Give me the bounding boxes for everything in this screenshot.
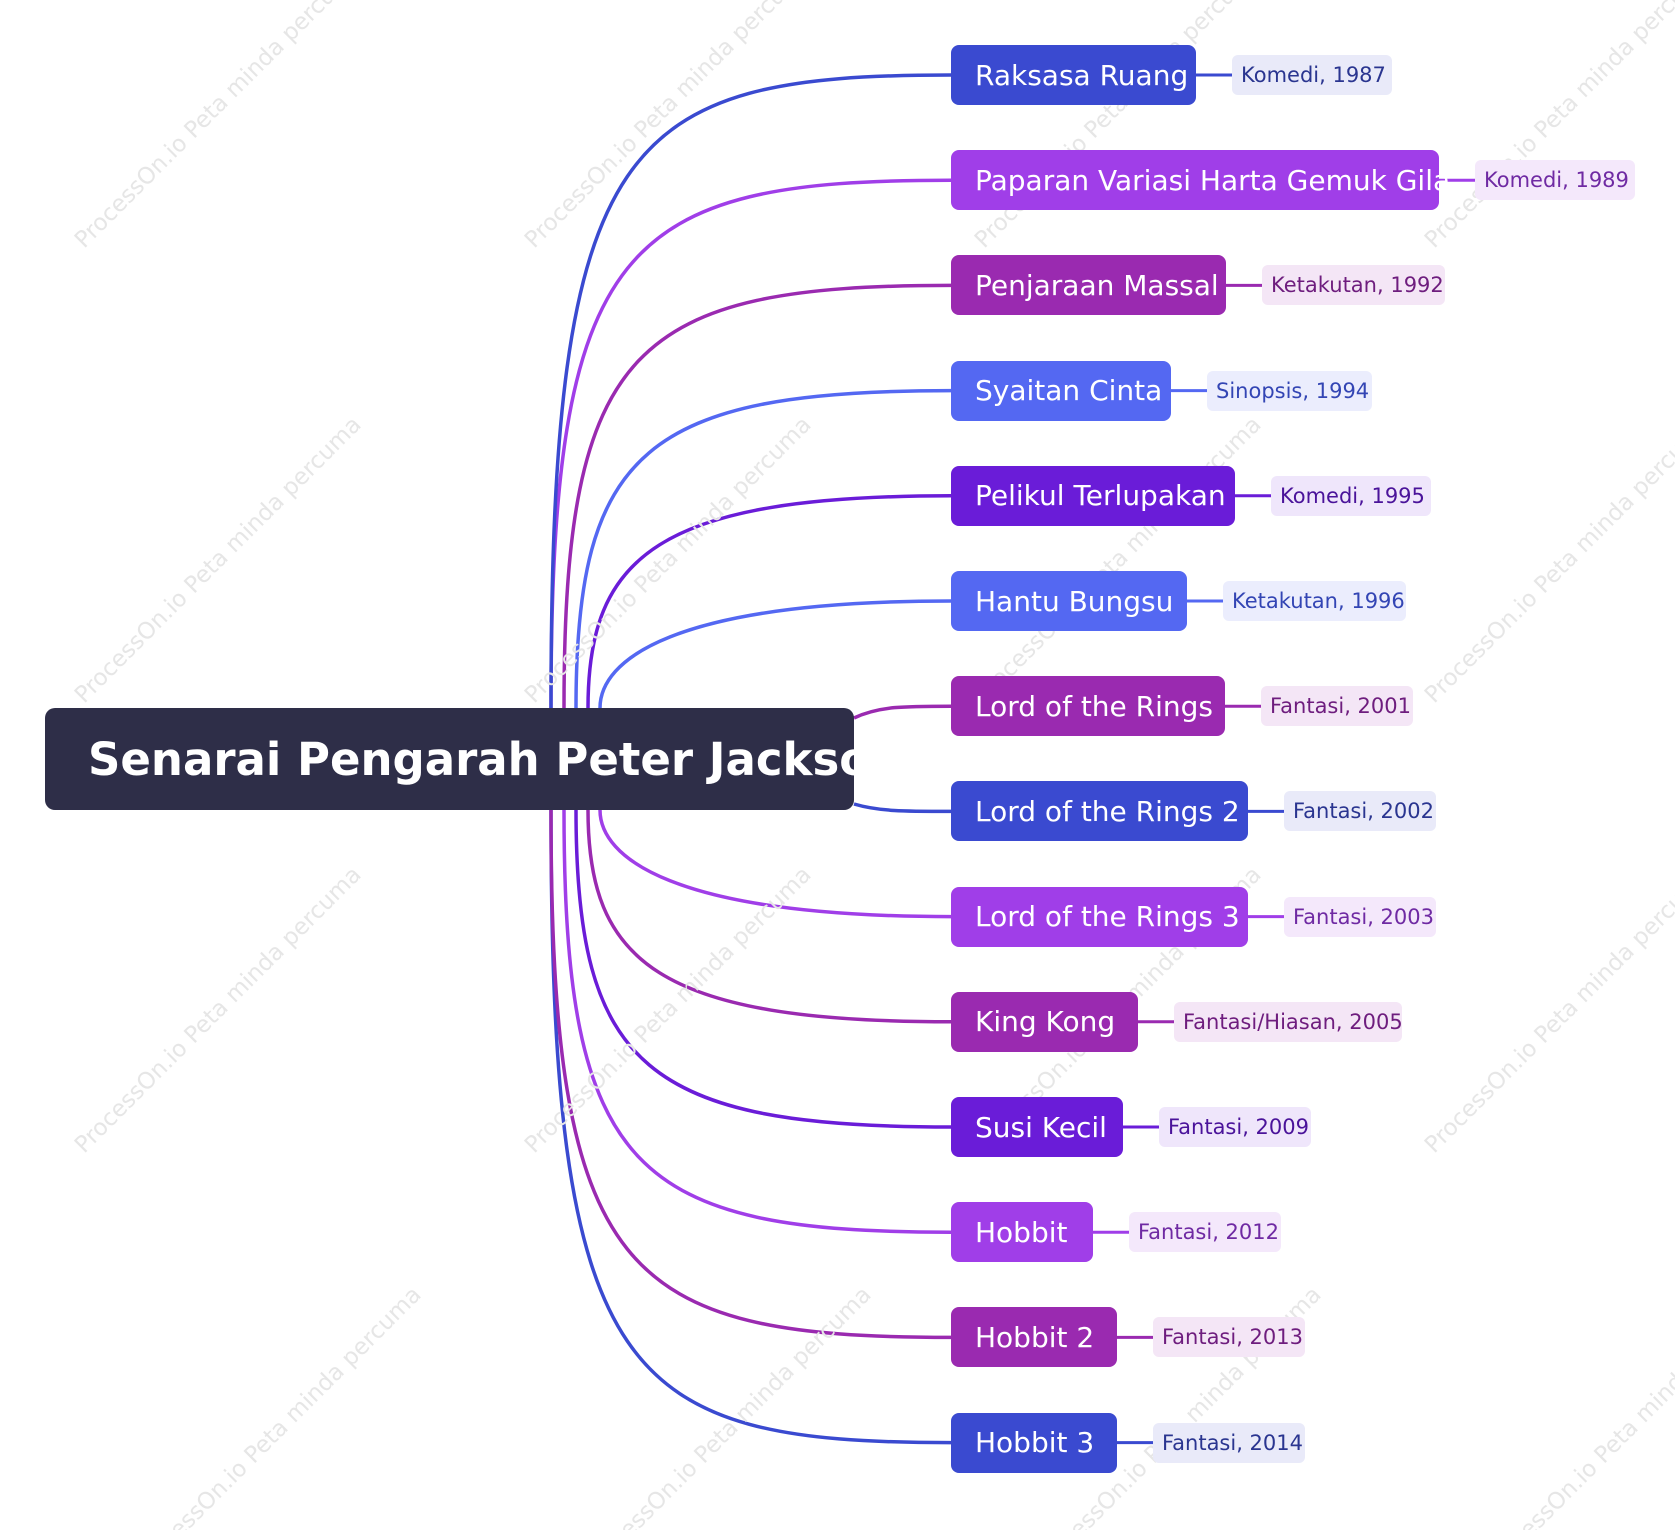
film-info-label: Fantasi, 2001 bbox=[1270, 694, 1412, 719]
film-topic[interactable]: Syaitan Cinta bbox=[951, 360, 1171, 421]
branch-connector bbox=[598, 809, 952, 919]
film-topic[interactable]: Hobbit 3 bbox=[951, 1412, 1117, 1473]
film-title: Hobbit 2 bbox=[975, 1320, 1095, 1354]
film-info-label: Komedi, 1995 bbox=[1280, 483, 1425, 508]
film-topic[interactable]: Lord of the Rings 3 bbox=[951, 886, 1248, 947]
film-info-tag[interactable]: Ketakutan, 1996 bbox=[1223, 581, 1406, 621]
branch-connector bbox=[562, 283, 952, 709]
branch-connector bbox=[562, 809, 952, 1234]
film-topic[interactable]: Susi Kecil bbox=[951, 1097, 1123, 1157]
film-info-tag[interactable]: Fantasi, 2012 bbox=[1129, 1212, 1281, 1253]
film-info-label: Komedi, 1989 bbox=[1484, 168, 1629, 193]
film-info-label: Fantasi, 2003 bbox=[1293, 904, 1435, 929]
film-topic[interactable]: Pelikul Terlupakan bbox=[951, 465, 1235, 526]
film-info-tag[interactable]: Fantasi, 2003 bbox=[1284, 896, 1436, 937]
film-info-tag[interactable]: Fantasi, 2009 bbox=[1159, 1107, 1311, 1147]
branch-connector bbox=[549, 809, 952, 1340]
branch-connector bbox=[549, 73, 952, 709]
branch-connector bbox=[549, 178, 952, 709]
film-info-label: Fantasi, 2009 bbox=[1168, 1115, 1310, 1139]
film-title: Lord of the Rings bbox=[975, 689, 1214, 723]
film-topic[interactable]: Lord of the Rings bbox=[951, 676, 1225, 737]
film-info-label: Fantasi, 2014 bbox=[1162, 1430, 1304, 1455]
film-info-tag[interactable]: Fantasi, 2001 bbox=[1261, 686, 1413, 727]
branch-connector bbox=[598, 599, 952, 709]
film-info-label: Fantasi, 2013 bbox=[1162, 1325, 1304, 1350]
film-topic[interactable]: Lord of the Rings 2 bbox=[951, 781, 1248, 842]
film-title: Raksasa Ruang bbox=[975, 58, 1189, 92]
film-info-tag[interactable]: Sinopsis, 1994 bbox=[1207, 370, 1372, 411]
film-title: Hantu Bungsu bbox=[975, 584, 1174, 618]
branch-connector bbox=[574, 388, 952, 709]
film-info-tag[interactable]: Komedi, 1987 bbox=[1232, 55, 1392, 95]
film-title: Penjaraan Massal bbox=[975, 268, 1219, 302]
film-info-label: Ketakutan, 1996 bbox=[1232, 589, 1405, 613]
film-topic[interactable]: Raksasa Ruang bbox=[951, 45, 1196, 105]
film-title: Paparan Variasi Harta Gemuk Gila bbox=[975, 163, 1451, 197]
film-info-label: Fantasi, 2012 bbox=[1138, 1220, 1280, 1245]
film-topic[interactable]: Paparan Variasi Harta Gemuk Gila bbox=[951, 150, 1450, 211]
branch-connector bbox=[574, 809, 952, 1129]
film-info-label: Fantasi/Hiasan, 2005 bbox=[1183, 1009, 1403, 1034]
film-topic[interactable]: King Kong bbox=[951, 991, 1138, 1052]
film-info-tag[interactable]: Fantasi/Hiasan, 2005 bbox=[1174, 1001, 1403, 1042]
film-info-label: Komedi, 1987 bbox=[1241, 63, 1386, 87]
branch-connector bbox=[586, 809, 952, 1024]
film-topic[interactable]: Hobbit 2 bbox=[951, 1307, 1117, 1368]
film-title: Lord of the Rings 3 bbox=[975, 900, 1240, 934]
film-info-label: Ketakutan, 1992 bbox=[1271, 273, 1444, 298]
film-info-tag[interactable]: Komedi, 1989 bbox=[1475, 160, 1635, 201]
film-info-tag[interactable]: Ketakutan, 1992 bbox=[1262, 265, 1445, 306]
branch-connector bbox=[586, 494, 952, 709]
branch-connector bbox=[549, 809, 952, 1445]
branch-connector bbox=[853, 802, 952, 814]
film-info-tag[interactable]: Fantasi, 2002 bbox=[1284, 791, 1436, 832]
film-title: Syaitan Cinta bbox=[975, 374, 1163, 408]
film-title: Pelikul Terlupakan bbox=[975, 479, 1226, 513]
film-title: Susi Kecil bbox=[975, 1110, 1107, 1144]
film-title: Hobbit bbox=[975, 1215, 1068, 1249]
film-info-tag[interactable]: Fantasi, 2014 bbox=[1153, 1422, 1305, 1463]
film-info-tag[interactable]: Komedi, 1995 bbox=[1271, 475, 1431, 516]
film-info-label: Fantasi, 2002 bbox=[1293, 799, 1435, 824]
film-topic[interactable]: Hantu Bungsu bbox=[951, 571, 1187, 631]
film-title: Lord of the Rings 2 bbox=[975, 794, 1240, 828]
film-topic[interactable]: Hobbit bbox=[951, 1202, 1093, 1263]
film-title: Hobbit 3 bbox=[975, 1426, 1095, 1460]
film-info-tag[interactable]: Fantasi, 2013 bbox=[1153, 1317, 1305, 1358]
root-topic-label: Senarai Pengarah Peter Jackson bbox=[88, 732, 903, 786]
film-topic[interactable]: Penjaraan Massal bbox=[951, 255, 1226, 316]
film-title: King Kong bbox=[975, 1005, 1116, 1039]
film-info-label: Sinopsis, 1994 bbox=[1216, 378, 1370, 403]
branch-connector bbox=[853, 704, 952, 720]
root-topic[interactable]: Senarai Pengarah Peter Jackson bbox=[45, 708, 902, 810]
